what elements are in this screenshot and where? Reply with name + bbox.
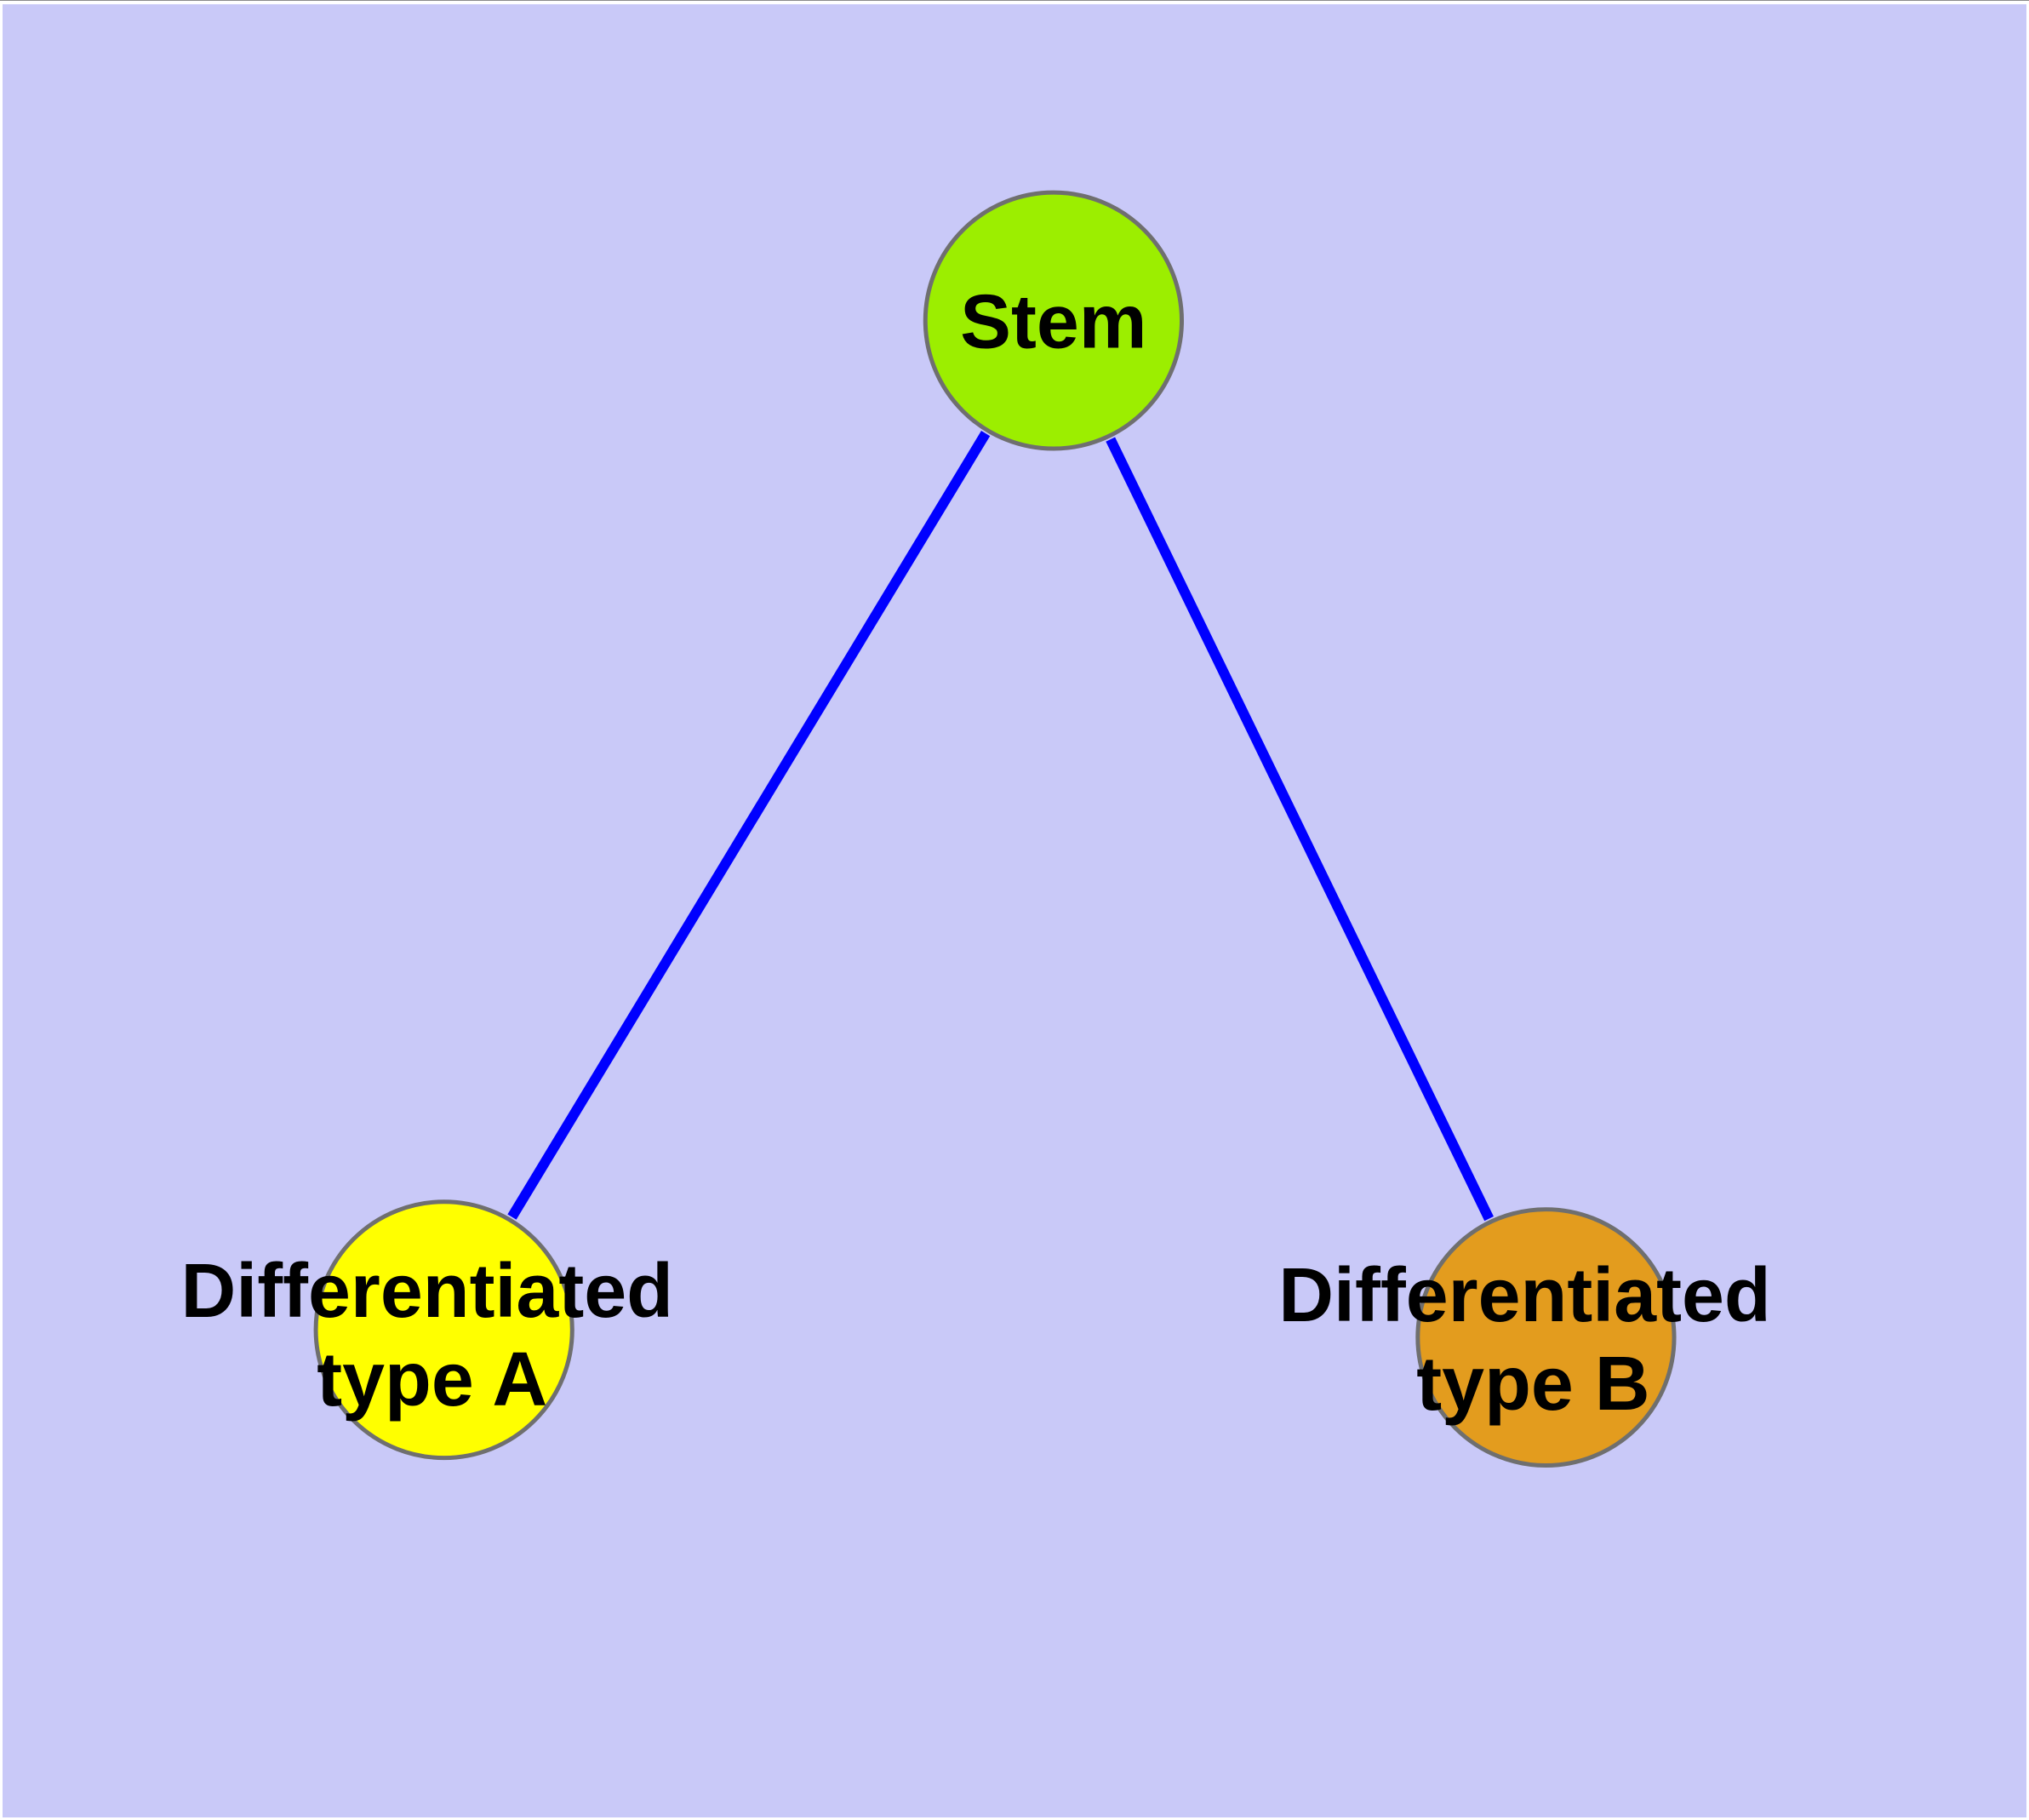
node-typeB-circle	[1415, 1207, 1677, 1468]
edge-stem-to-typeA	[507, 431, 991, 1220]
edge-stem-to-typeB	[1106, 437, 1494, 1222]
node-typeB-label-line1: Differentiated	[1278, 1253, 1771, 1338]
node-differentiated-type-a: Differentiated type A	[180, 1199, 673, 1461]
node-stem-label: Stem	[960, 280, 1146, 365]
node-stem: Stem	[923, 190, 1184, 451]
node-typeA-label-line2: type A	[317, 1337, 547, 1422]
node-typeB-label-line2: type B	[1416, 1342, 1649, 1427]
node-differentiated-type-b: Differentiated type B	[1278, 1207, 1771, 1468]
diagram-canvas: Stem Differentiated type A Differentiate…	[3, 4, 2026, 1817]
node-stem-circle	[923, 190, 1184, 451]
node-typeA-circle	[313, 1199, 574, 1461]
node-typeA-label-line1: Differentiated	[180, 1249, 673, 1334]
graph-svg: Stem Differentiated type A Differentiate…	[3, 4, 2026, 1817]
